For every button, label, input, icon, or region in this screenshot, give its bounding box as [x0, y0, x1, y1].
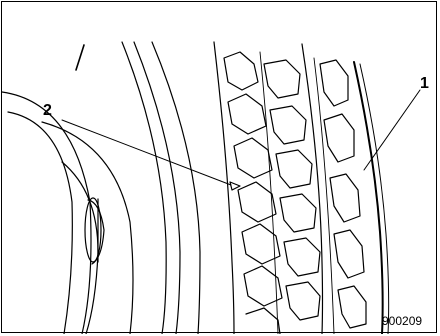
callout-2-label: 2 — [43, 103, 52, 119]
figure-frame: 1 2 900209 — [1, 1, 437, 333]
wheel-rim-arcs — [2, 42, 200, 334]
valve-stem — [85, 198, 104, 264]
tire-illustration — [2, 2, 438, 334]
callout-1-leader — [364, 90, 420, 170]
index-mark — [76, 45, 84, 70]
tread-blocks-middle — [264, 60, 320, 320]
tire-shoulder — [214, 42, 389, 334]
figure-code: 900209 — [382, 315, 422, 327]
callout-1-label: 1 — [420, 76, 429, 92]
tread-wear-indicator-marker — [230, 182, 240, 190]
callout-2-leader — [62, 120, 231, 185]
